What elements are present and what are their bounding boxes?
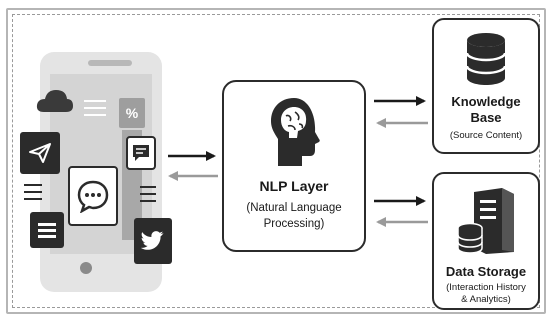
nlp-layer-subtitle: (Natural Language Processing) (246, 202, 342, 230)
data-storage-title: Data Storage (445, 264, 527, 279)
message-icon (126, 136, 156, 170)
brain-head-icon (271, 98, 320, 166)
nlp-layer-box: NLP Layer (Natural Language Processing) (222, 80, 366, 252)
chat-bubble-icon (68, 166, 118, 226)
cloud-icon (36, 90, 73, 112)
phone-home-button (80, 262, 92, 274)
knowledge-base-box: Knowledge Base (Source Content) (432, 18, 540, 154)
percent-icon: % (119, 98, 145, 128)
server-icon (457, 188, 514, 254)
nlp-layer-title: NLP Layer (259, 178, 329, 194)
knowledge-base-subtitle: (Source Content) (449, 130, 523, 141)
data-storage-subtitle: (Interaction History & Analytics) (446, 282, 526, 305)
send-icon (20, 132, 60, 174)
inner-dashed-frame (12, 14, 540, 308)
text-lines-icon (84, 100, 106, 121)
text-lines-icon (140, 186, 156, 207)
database-icon (465, 33, 507, 85)
text-lines-icon (24, 184, 42, 205)
outer-frame (6, 8, 546, 314)
twitter-icon (134, 218, 172, 264)
list-icon (30, 212, 64, 248)
phone-speaker (88, 60, 132, 66)
data-storage-box: Data Storage (Interaction History & Anal… (432, 172, 540, 310)
knowledge-base-title: Knowledge Base (451, 94, 521, 125)
